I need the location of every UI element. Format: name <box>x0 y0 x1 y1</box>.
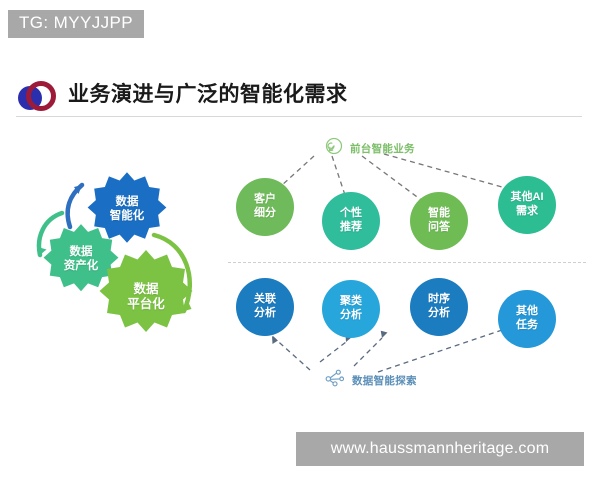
intelligence-flow-diagram: 前台智能业务 数据智能探索 客户 细分 个性 推荐 智能 问答 其他AI 需求 … <box>228 130 588 405</box>
bubble-time-series-analysis[interactable]: 时序 分析 <box>410 278 468 336</box>
bubble-other-ai-needs[interactable]: 其他AI 需求 <box>498 176 556 234</box>
gear-data-platformization: 数据 平台化 <box>96 247 196 347</box>
bubble-clustering-analysis[interactable]: 聚类 分析 <box>322 280 380 338</box>
gear-cycle-arrows <box>36 182 193 314</box>
section-divider <box>228 262 586 263</box>
bubble-personalized-recommendation[interactable]: 个性 推荐 <box>322 192 380 250</box>
page-title: 业务演进与广泛的智能化需求 <box>68 83 348 106</box>
bubble-other-tasks[interactable]: 其他 任务 <box>498 290 556 348</box>
title-divider <box>16 116 582 117</box>
tg-banner: TG: MYYJJPP <box>8 10 144 38</box>
top-caption-label: 前台智能业务 <box>350 143 415 155</box>
connector-arrows <box>269 153 521 373</box>
watermark: www.haussmannheritage.com <box>296 432 584 466</box>
network-share-icon <box>324 368 346 393</box>
gear-label: 数据 智能化 <box>109 196 145 222</box>
bottom-caption-label: 数据智能探索 <box>352 375 417 387</box>
gear-diagram: 数据 智能化 数据 资产化 数据 平台化 <box>18 155 218 355</box>
gear-shape-icon <box>87 172 167 243</box>
gear-label: 数据 资产化 <box>63 246 99 272</box>
gear-shape-icon <box>99 250 193 332</box>
gear-data-assetization: 数据 资产化 <box>42 221 120 299</box>
page-header: 业务演进与广泛的智能化需求 <box>0 72 600 124</box>
top-caption: 前台智能业务 <box>324 136 415 161</box>
bubble-association-analysis[interactable]: 关联 分析 <box>236 278 294 336</box>
gear-shape-icon <box>43 224 119 292</box>
gear-data-intelligence: 数据 智能化 <box>86 169 168 251</box>
gear-label: 数据 平台化 <box>127 282 165 311</box>
bubble-customer-segmentation[interactable]: 客户 细分 <box>236 178 294 236</box>
target-arrow-icon <box>324 136 344 161</box>
bottom-caption: 数据智能探索 <box>324 368 417 393</box>
bubble-intelligent-qa[interactable]: 智能 问答 <box>410 192 468 250</box>
double-circle-logo-icon <box>16 78 58 116</box>
